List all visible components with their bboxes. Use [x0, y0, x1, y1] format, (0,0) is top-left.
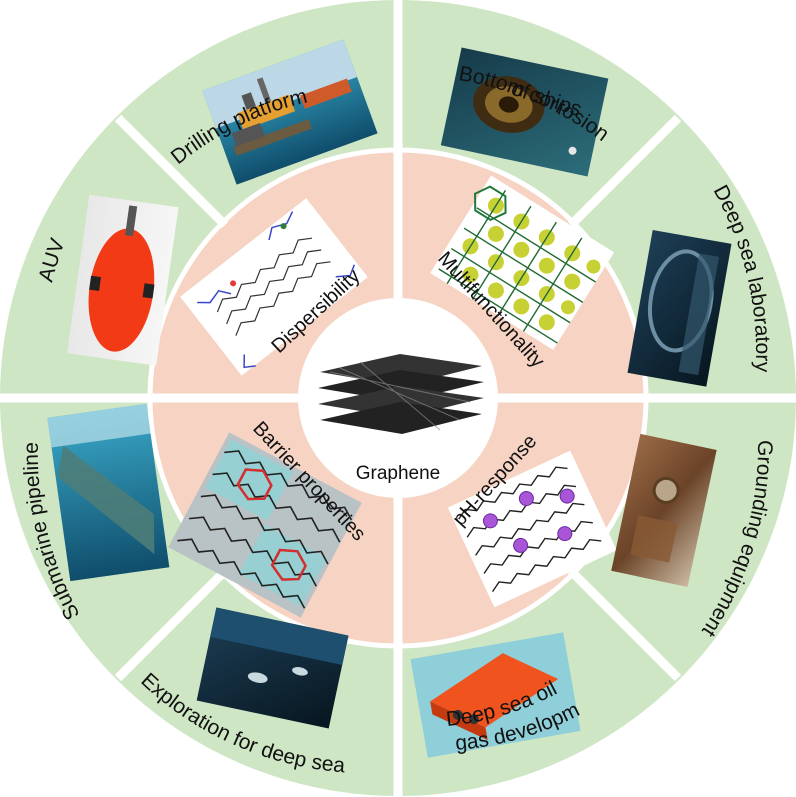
nanoparticle-graphene-lattice-icon	[430, 175, 615, 350]
auv-vehicle-photo	[67, 194, 179, 366]
deep-sea-laboratory-photo	[627, 229, 732, 387]
graphene-hexagon-barrier-icon	[168, 432, 362, 618]
graphene-stack-icon	[318, 354, 484, 434]
functionalized-graphene-molecule-icon	[180, 198, 368, 376]
graphene-sheet-with-particles-icon	[447, 450, 617, 608]
center-label: Graphene	[356, 463, 441, 484]
deep-sea-diver-photo	[196, 607, 349, 729]
ship-hull-corrosion-photo	[440, 47, 609, 177]
submarine-pipeline-photo	[47, 403, 170, 582]
rusted-grounding-equipment-photo	[611, 433, 717, 587]
subsea-oil-gas-equipment-photo	[410, 632, 581, 758]
offshore-drilling-platform-photo	[202, 39, 378, 185]
